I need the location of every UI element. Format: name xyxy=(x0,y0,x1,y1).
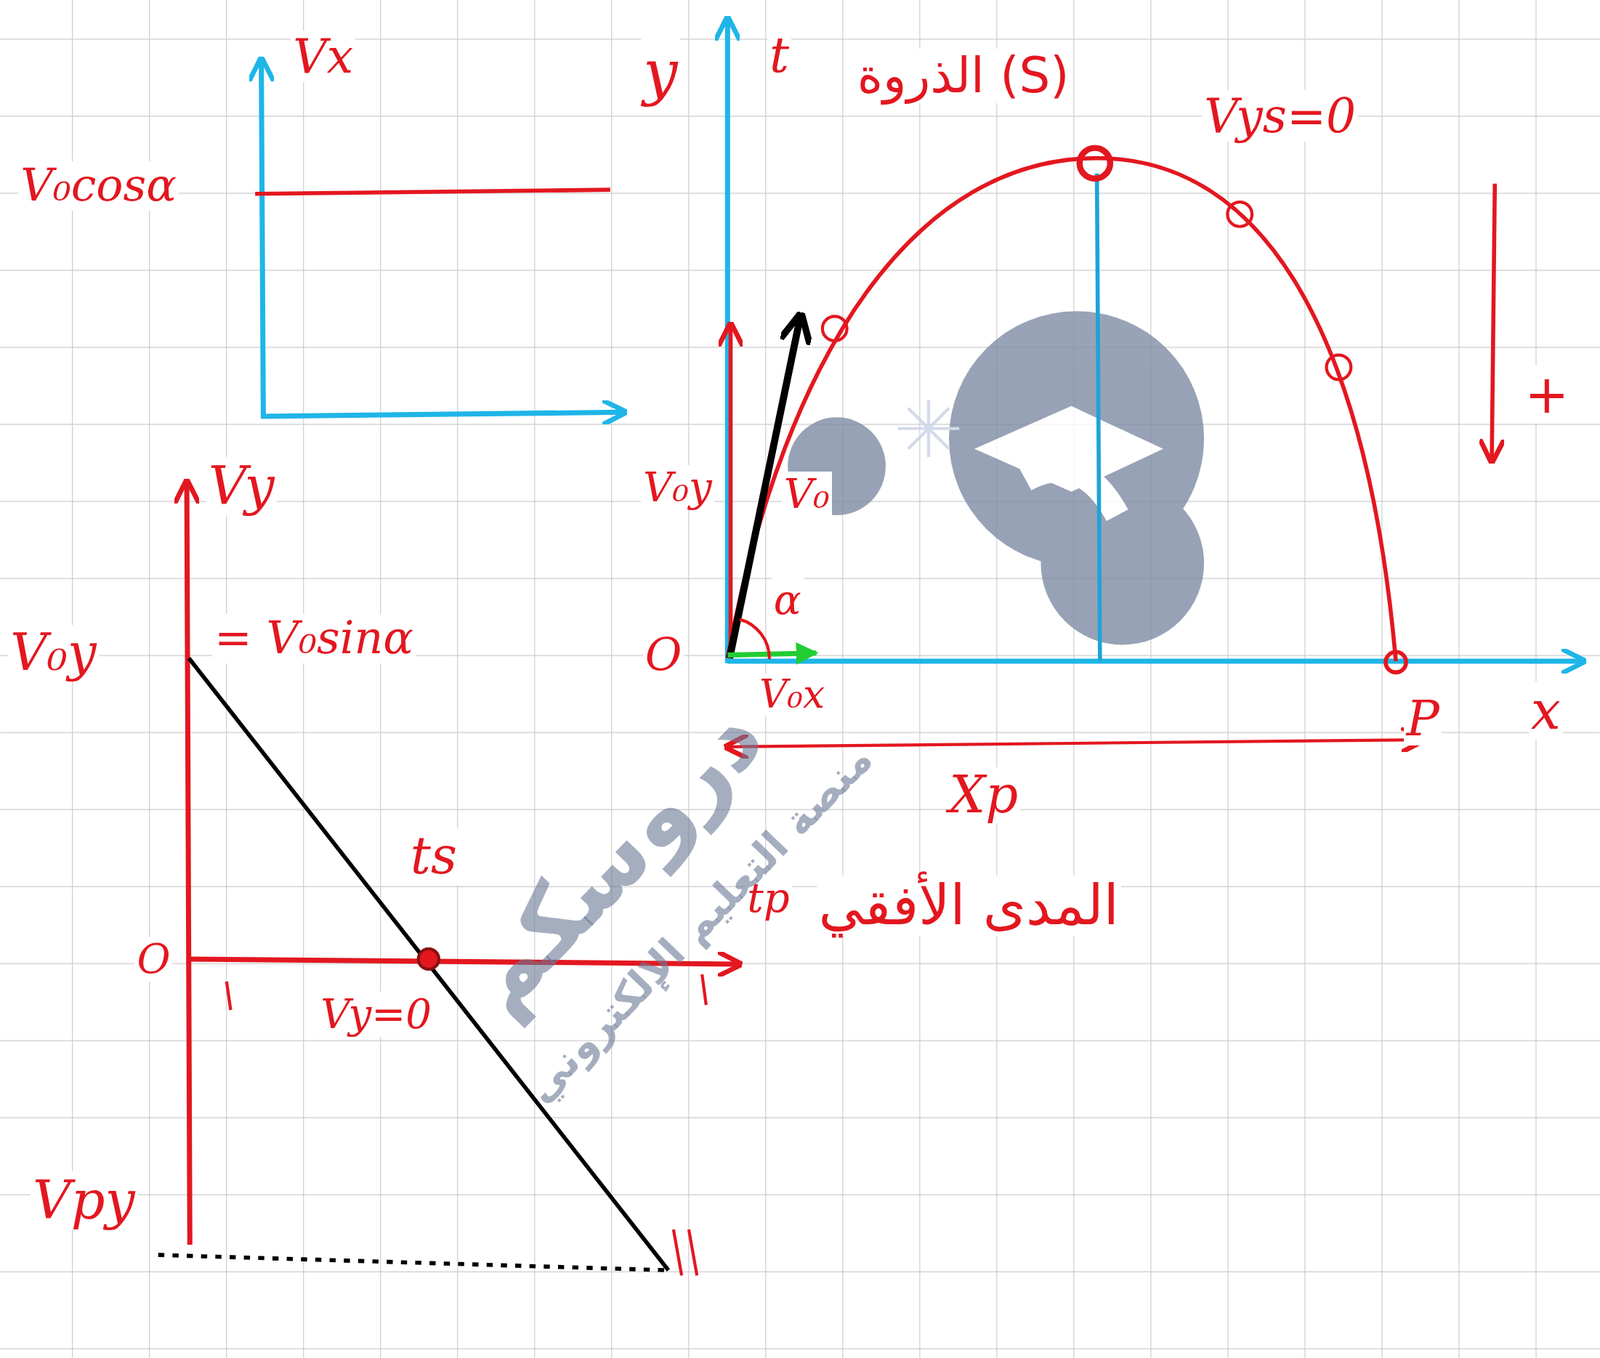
vx-axis xyxy=(261,58,264,418)
range-arrow xyxy=(726,739,1424,747)
axis-label: Vx xyxy=(290,30,356,83)
axis-label: t xyxy=(767,28,792,83)
trajectory-point xyxy=(1227,201,1252,227)
axis-value: = V₀sinα xyxy=(212,613,416,664)
v0x-vector xyxy=(727,653,816,656)
time-label: ts xyxy=(408,828,460,885)
axis-value: V₀cosα xyxy=(18,161,179,211)
origin-label: O xyxy=(643,630,685,681)
axis-label: Vy xyxy=(206,457,277,516)
sign-label: + xyxy=(1522,365,1571,424)
apex-condition: Vys=0 xyxy=(1201,90,1359,142)
apex-label: الذروة (S) xyxy=(855,48,1072,103)
watermark-logo xyxy=(787,310,1204,645)
vector-label: V₀y xyxy=(640,465,715,511)
vpy-dotted-line xyxy=(158,1254,669,1271)
ts-point xyxy=(418,948,439,970)
axis-value: V₀y xyxy=(7,624,99,681)
angle-arc xyxy=(739,619,770,660)
axis-label: x xyxy=(1528,681,1563,740)
tick-mark xyxy=(673,1229,697,1276)
vy-axis xyxy=(186,481,190,1245)
lens-flare xyxy=(898,399,960,458)
vy-line xyxy=(188,658,669,1271)
trajectory-point xyxy=(1326,355,1352,381)
tick-mark xyxy=(226,981,232,1010)
vector-label: V₀ xyxy=(781,471,832,517)
range-label: Xp xyxy=(946,767,1021,824)
positive-direction-arrow xyxy=(1491,183,1495,462)
origin-label: O xyxy=(134,936,173,982)
angle-label: α xyxy=(771,577,804,623)
axis-label: y xyxy=(640,38,681,107)
vx-constant-line xyxy=(255,189,611,195)
y-axis xyxy=(725,18,731,663)
v0y-vector xyxy=(728,324,734,659)
landing-point xyxy=(1385,651,1406,673)
range-caption: المدى الأفقي xyxy=(816,875,1122,936)
trajectory-point xyxy=(822,316,848,341)
apex-drop-line xyxy=(1097,173,1101,662)
vector-label: V₀x xyxy=(757,673,827,717)
trajectory xyxy=(727,158,1396,662)
x-axis xyxy=(727,658,1584,664)
logo-mark xyxy=(1025,470,1117,516)
axis-value: Vpy xyxy=(30,1171,138,1230)
condition-label: Vy=0 xyxy=(318,991,434,1037)
tick-mark xyxy=(701,974,707,1005)
point-label: P xyxy=(1403,691,1441,746)
apex-point xyxy=(1079,148,1111,179)
time-axis xyxy=(261,411,625,417)
